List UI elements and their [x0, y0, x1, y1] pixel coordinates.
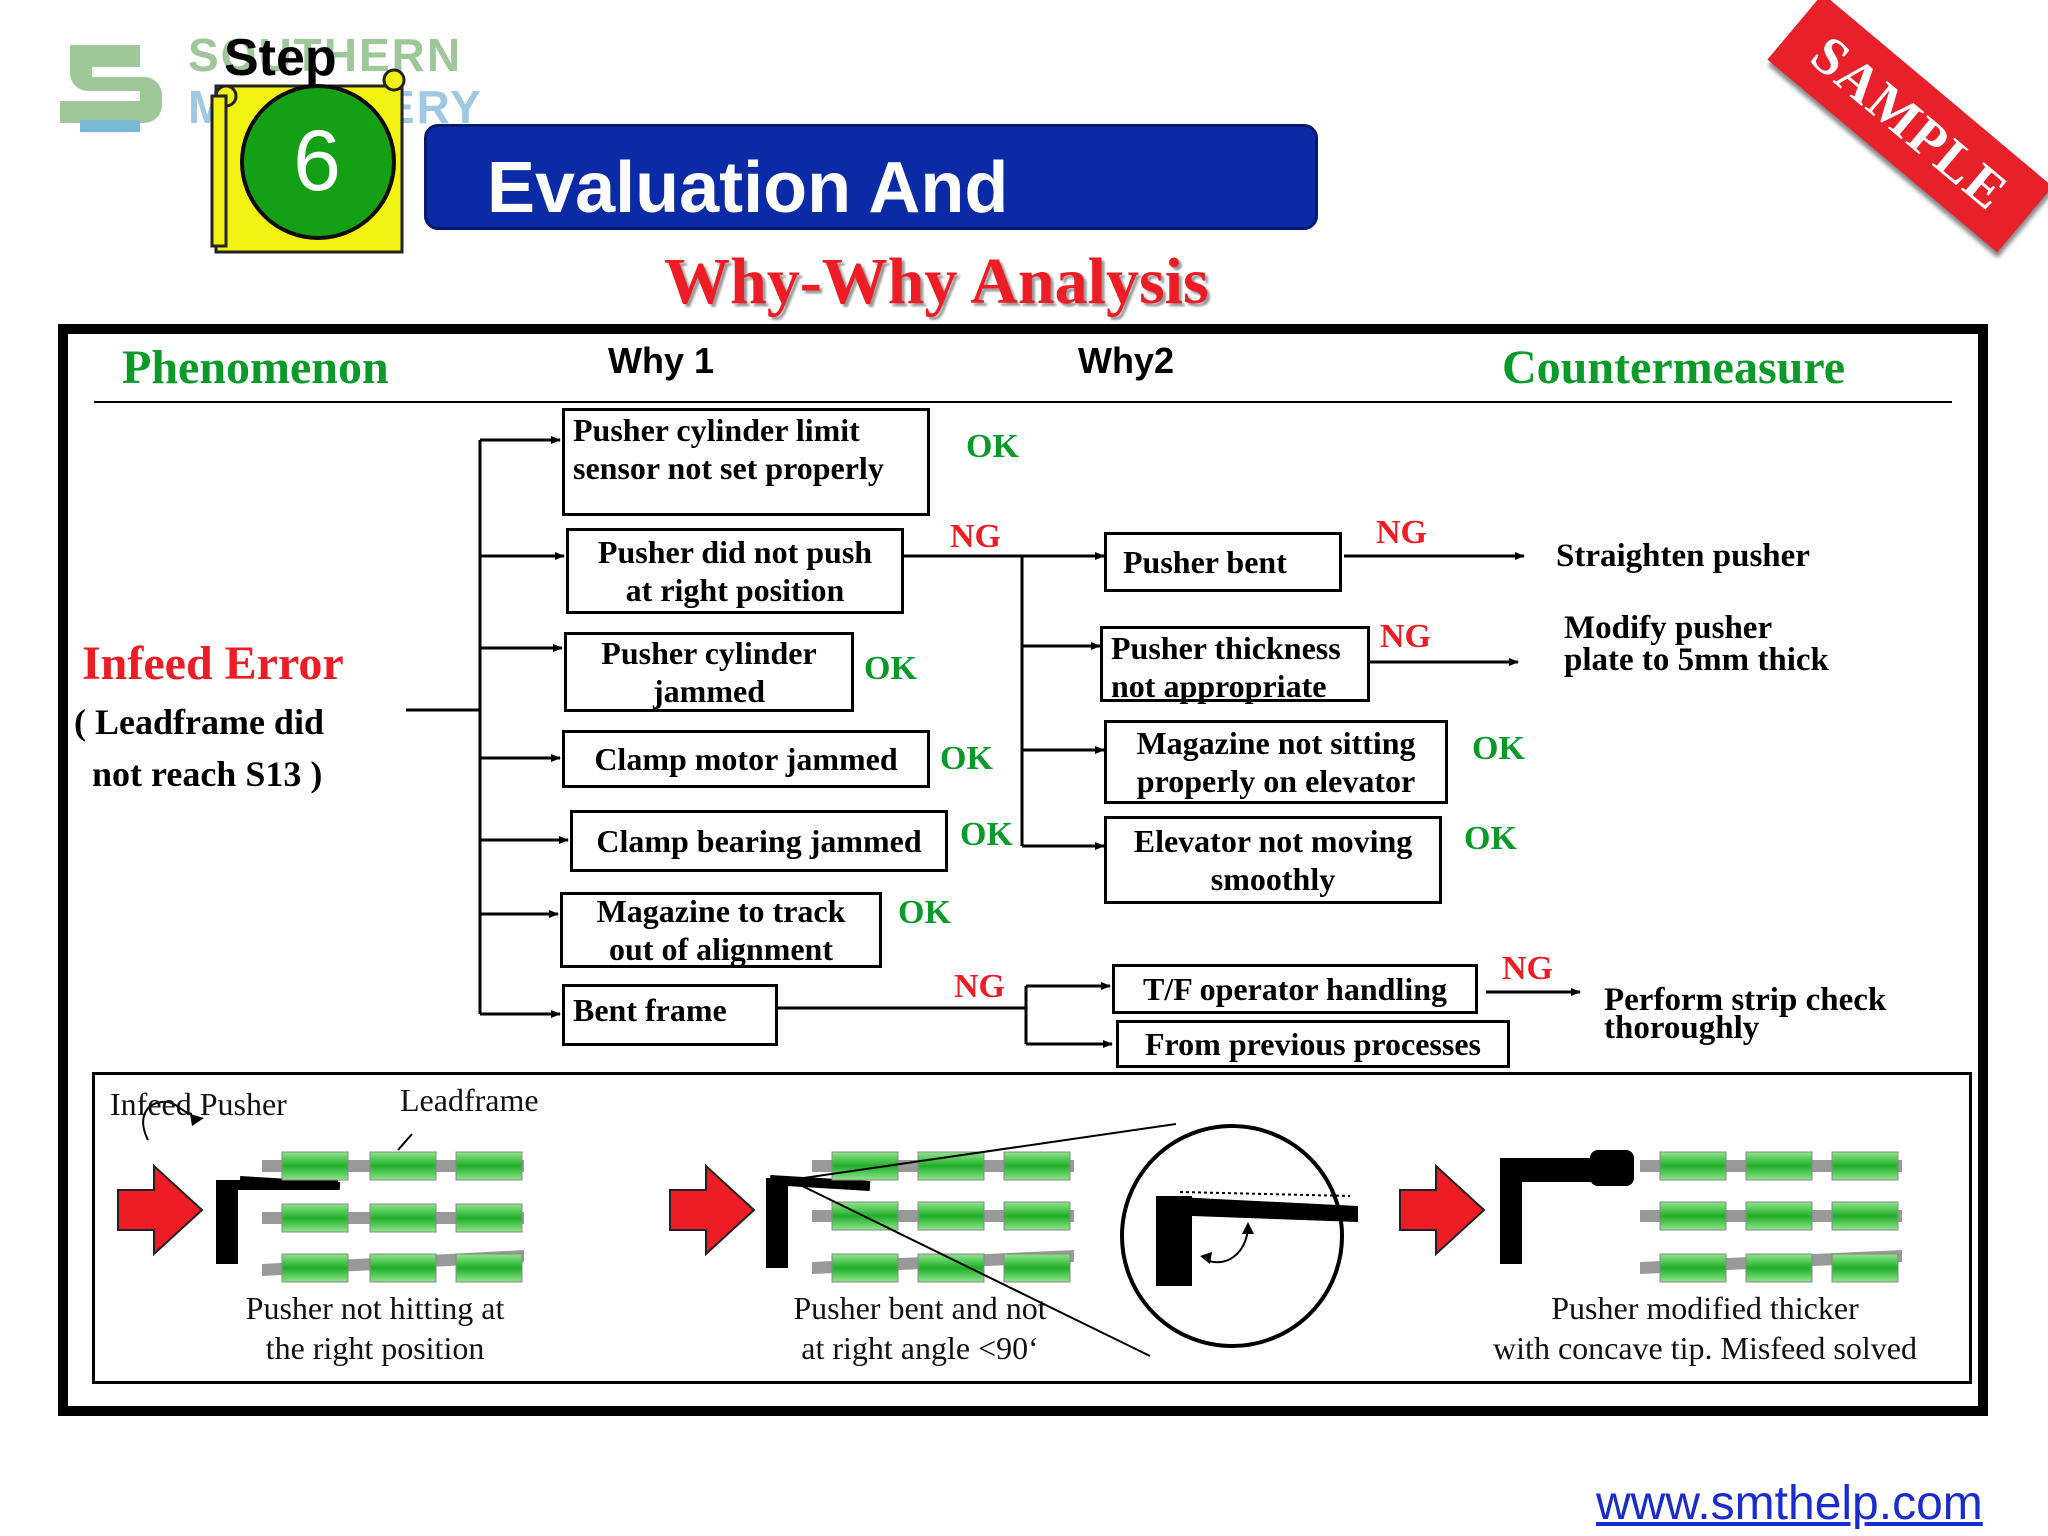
- countermeasure-3: Perform strip check thoroughly: [1604, 982, 1887, 1046]
- why1-4-line1: Clamp motor jammed: [594, 741, 898, 777]
- why1-box-2: Pusher did not push at right position: [566, 528, 904, 614]
- why1-4-status: OK: [940, 740, 993, 777]
- why2-4-line1: Elevator not moving: [1133, 823, 1413, 859]
- caption-1: Pusher not hitting at the right position: [220, 1288, 530, 1368]
- countermeasure-2-line2: plate to 5mm thick: [1564, 642, 1829, 678]
- why2-2-line2: not appropriate: [1111, 668, 1327, 704]
- why2-2-status: NG: [1380, 618, 1431, 655]
- why1-box-5: Clamp bearing jammed: [570, 810, 948, 872]
- phenomenon-title: Infeed Error: [82, 637, 344, 690]
- why2-4-line2: smoothly: [1210, 861, 1336, 897]
- countermeasure-3-line1: Perform strip check: [1604, 982, 1887, 1018]
- why1-6-line1: Magazine to track: [596, 893, 846, 929]
- title-banner: Evaluation And: [424, 124, 1318, 230]
- why2-box-1: Pusher bent: [1104, 532, 1342, 592]
- why1-3-line2: jammed: [653, 673, 765, 709]
- caption-2-line1: Pusher bent and not: [793, 1290, 1047, 1326]
- label-infeed-pusher: Infeed Pusher: [110, 1086, 287, 1122]
- caption-3: Pusher modified thicker with concave tip…: [1470, 1288, 1940, 1368]
- why2-box-2: Pusher thickness not appropriate: [1100, 626, 1370, 704]
- why1-5-status: OK: [960, 816, 1013, 853]
- illustration-panel: [92, 1072, 1972, 1384]
- why1-2-status: NG: [950, 518, 1001, 555]
- why1-box-3: Pusher cylinder jammed: [564, 632, 854, 712]
- caption-3-line1: Pusher modified thicker: [1551, 1290, 1859, 1326]
- why2-1-line1: Pusher bent: [1123, 544, 1287, 580]
- why2-box-4: Elevator not moving smoothly: [1104, 816, 1442, 904]
- why1-2-line1: Pusher did not push: [597, 534, 873, 570]
- red-arrow-icon: [117, 1163, 204, 1257]
- why1-1-status: OK: [966, 428, 1019, 465]
- why2-2-line1: Pusher thickness: [1111, 630, 1341, 666]
- countermeasure-2: Modify pusher plate to 5mm thick: [1564, 610, 1829, 678]
- caption-2-line2: at right angle <90‘: [801, 1330, 1039, 1366]
- why2-1-status: NG: [1376, 514, 1427, 551]
- subtitle: Why-Why Analysis: [664, 245, 1209, 318]
- phenomenon-detail-line1: ( Leadframe did: [74, 702, 324, 742]
- red-arrow-icon: [669, 1163, 756, 1257]
- logo-mark-icon: [60, 45, 162, 132]
- why1-3-status: OK: [864, 650, 917, 687]
- why1-box-7: Bent frame: [562, 984, 778, 1046]
- phenomenon-detail-line2: not reach S13 ): [92, 754, 323, 794]
- why2-5-line1: T/F operator handling: [1142, 971, 1448, 1007]
- why2-5-status: NG: [1502, 950, 1553, 987]
- column-phenomenon: Phenomenon: [122, 341, 389, 394]
- why2-3-status: OK: [1472, 730, 1525, 767]
- why1-7-line1: Bent frame: [573, 992, 727, 1028]
- why1-3-line1: Pusher cylinder: [601, 635, 817, 671]
- why1-6-line2: out of alignment: [609, 931, 833, 967]
- countermeasure-1-line1: Straighten pusher: [1556, 538, 1810, 574]
- countermeasure-3-line2: thoroughly: [1604, 1010, 1760, 1046]
- panel2-drawing: [669, 1123, 1358, 1357]
- why2-6-line1: From previous processes: [1145, 1026, 1481, 1062]
- why1-5-line1: Clamp bearing jammed: [596, 823, 922, 859]
- why2-box-3: Magazine not sitting properly on elevato…: [1104, 720, 1448, 804]
- why2-box-6: From previous processes: [1116, 1020, 1510, 1068]
- why2-4-status: OK: [1464, 820, 1517, 857]
- why1-2-line2: at right position: [625, 572, 845, 608]
- why1-box-6: Magazine to track out of alignment: [560, 892, 882, 968]
- panel3-drawing: [1399, 1150, 1902, 1283]
- scroll-icon: [210, 68, 406, 254]
- caption-3-line2: with concave tip. Misfeed solved: [1493, 1330, 1917, 1366]
- countermeasure-2-line1: Modify pusher: [1564, 610, 1773, 646]
- why1-1-line2: sensor not set properly: [573, 450, 884, 486]
- red-arrow-icon: [1399, 1163, 1486, 1257]
- why2-3-line2: properly on elevator: [1136, 763, 1416, 799]
- countermeasure-1: Straighten pusher: [1556, 538, 1810, 574]
- logo-text-line1: SOUTHERN: [188, 29, 463, 81]
- why1-box-4: Clamp motor jammed: [562, 730, 930, 788]
- banner-title: Evaluation And: [487, 148, 1009, 228]
- panel1-drawing: [117, 1100, 524, 1283]
- why1-box-1: Pusher cylinder limit sensor not set pro…: [562, 408, 930, 516]
- why1-6-status: OK: [898, 894, 951, 931]
- why2-3-line1: Magazine not sitting: [1136, 725, 1416, 761]
- caption-1-line1: Pusher not hitting at: [245, 1290, 505, 1326]
- why2-box-5: T/F operator handling: [1112, 964, 1478, 1014]
- column-why2: Why2: [1078, 340, 1175, 381]
- why1-7-status: NG: [954, 968, 1005, 1005]
- why1-1-line1: Pusher cylinder limit: [573, 412, 860, 448]
- label-leadframe: Leadframe: [400, 1082, 539, 1118]
- column-why1: Why 1: [608, 340, 715, 381]
- analysis-frame: [58, 324, 1988, 1416]
- step-label: Step: [224, 29, 337, 87]
- website-link[interactable]: www.smthelp.com: [1596, 1477, 1983, 1530]
- step-badge: Step 6: [210, 29, 410, 260]
- column-countermeasure: Countermeasure: [1502, 341, 1846, 394]
- caption-1-line2: the right position: [265, 1330, 485, 1366]
- step-number: 6: [293, 113, 341, 209]
- caption-2: Pusher bent and not at right angle <90‘: [760, 1288, 1080, 1368]
